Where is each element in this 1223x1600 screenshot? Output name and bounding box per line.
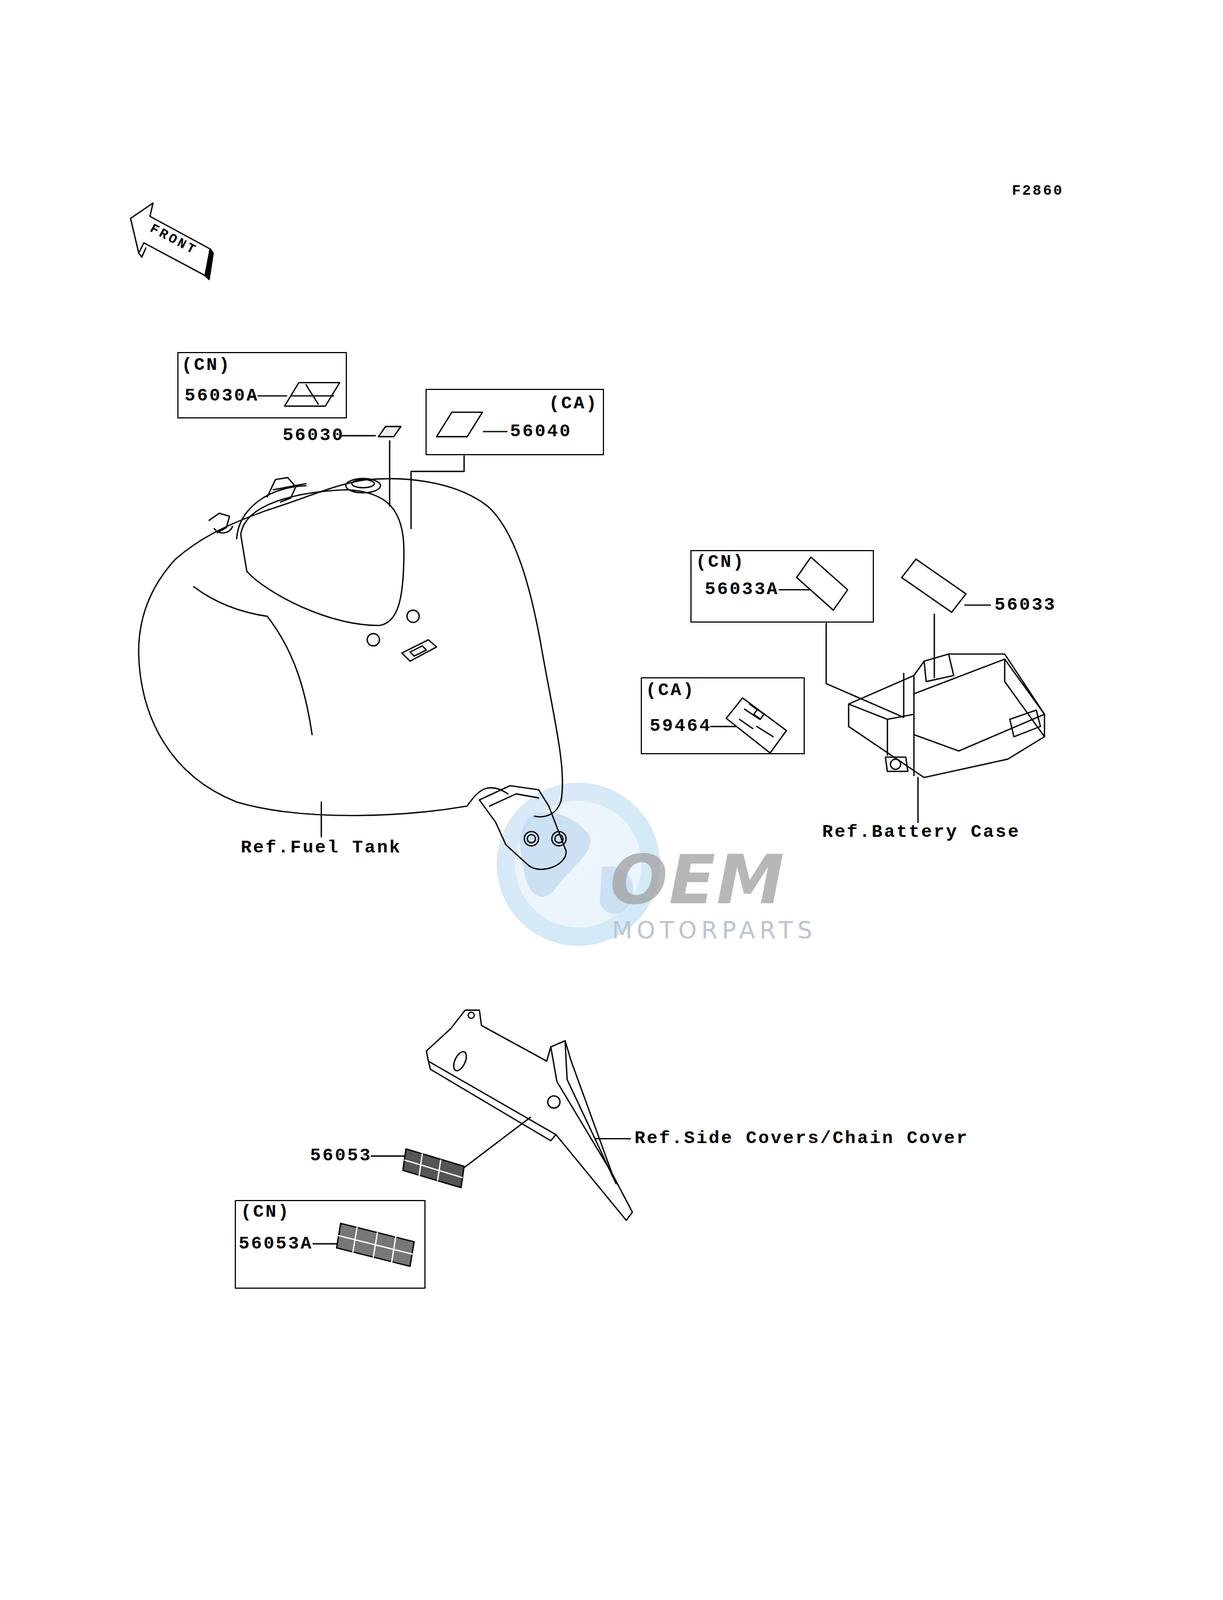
market-code: (CN)	[181, 356, 232, 375]
part-name: Ref.Battery Case	[822, 823, 1021, 841]
part-number: 56033A	[704, 580, 780, 599]
front-arrow	[130, 202, 214, 280]
part-number: 56040	[509, 422, 572, 441]
market-code: (CN)	[240, 1202, 291, 1221]
market-code: (CA)	[548, 394, 599, 413]
variant-box: (CN) 56033A	[690, 549, 874, 623]
part-name: Ref.Fuel Tank	[240, 838, 403, 857]
market-code: (CN)	[695, 553, 746, 572]
leader-line	[258, 395, 991, 1244]
part-number: 59464	[649, 717, 712, 736]
chain-cover	[426, 1009, 633, 1221]
part-number: 56053A	[238, 1234, 313, 1253]
fuel-tank	[138, 477, 567, 869]
callout-number: 56030	[282, 426, 345, 445]
figure-number: F2860	[1011, 183, 1064, 198]
part-name: Ref.Side Covers/Chain Cover	[634, 1129, 969, 1148]
watermark: MOTORPARTS	[611, 918, 817, 942]
variant-box: (CN) 56030A	[177, 351, 347, 419]
callout-number: 56053	[310, 1146, 372, 1165]
battery-case	[848, 653, 1045, 777]
watermark: OEM	[610, 845, 786, 914]
part-number: 56030A	[184, 387, 259, 405]
variant-box: (CA) 59464	[640, 677, 805, 754]
variant-box: (CA) 56040	[425, 388, 604, 456]
variant-box: (CN) 56053A	[234, 1199, 426, 1289]
market-code: (CA)	[645, 681, 696, 700]
callout-number: 56033	[994, 596, 1057, 615]
